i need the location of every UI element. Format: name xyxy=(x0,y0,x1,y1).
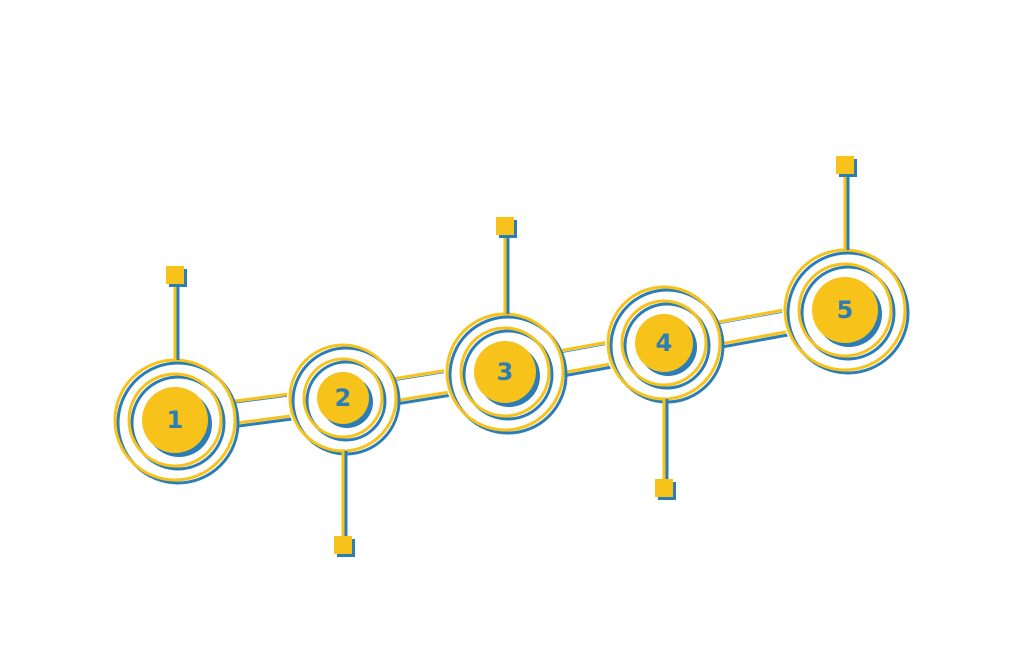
step-1-marker xyxy=(166,266,187,360)
marker-square xyxy=(836,156,854,174)
number-disc xyxy=(812,277,878,343)
outer-ring-shadow xyxy=(786,251,910,375)
inner-ring-shadow xyxy=(462,329,554,421)
inner-ring xyxy=(127,372,223,468)
step-number-label: 2 xyxy=(335,384,352,412)
inner-ring-shadow xyxy=(800,265,896,361)
marker-layer xyxy=(166,156,857,557)
inner-ring xyxy=(797,262,893,358)
step-number-label: 5 xyxy=(837,296,854,324)
step-4-node: 4 xyxy=(605,284,725,404)
step-number-label: 3 xyxy=(497,358,514,386)
inner-ring xyxy=(302,357,384,439)
step-3-marker xyxy=(496,217,517,314)
step-number-label: 4 xyxy=(656,329,673,357)
outer-ring-shadow xyxy=(448,315,568,435)
marker-square xyxy=(496,217,514,235)
inner-ring xyxy=(620,299,708,387)
number-disc xyxy=(142,387,208,453)
step-1-node: 1 xyxy=(112,357,240,485)
outer-ring-shadow xyxy=(116,361,240,485)
inner-ring-shadow xyxy=(305,360,387,442)
step-2-marker xyxy=(334,451,355,557)
marker-square xyxy=(334,536,352,554)
step-5-marker xyxy=(836,156,857,250)
number-disc xyxy=(317,372,369,424)
step-4-marker xyxy=(655,399,676,500)
step-3-node: 3 xyxy=(444,311,568,435)
inner-ring-shadow xyxy=(130,375,226,471)
number-disc xyxy=(474,341,536,403)
step-2-node: 2 xyxy=(287,342,401,456)
marker-square xyxy=(655,479,673,497)
step-5-node: 5 xyxy=(782,247,910,375)
number-disc xyxy=(635,314,693,372)
step-number-label: 1 xyxy=(167,406,184,434)
inner-ring xyxy=(459,326,551,418)
marker-square xyxy=(166,266,184,284)
step-node-layer: 1 2 3 4 5 xyxy=(112,247,910,485)
inner-ring-shadow xyxy=(623,302,711,390)
